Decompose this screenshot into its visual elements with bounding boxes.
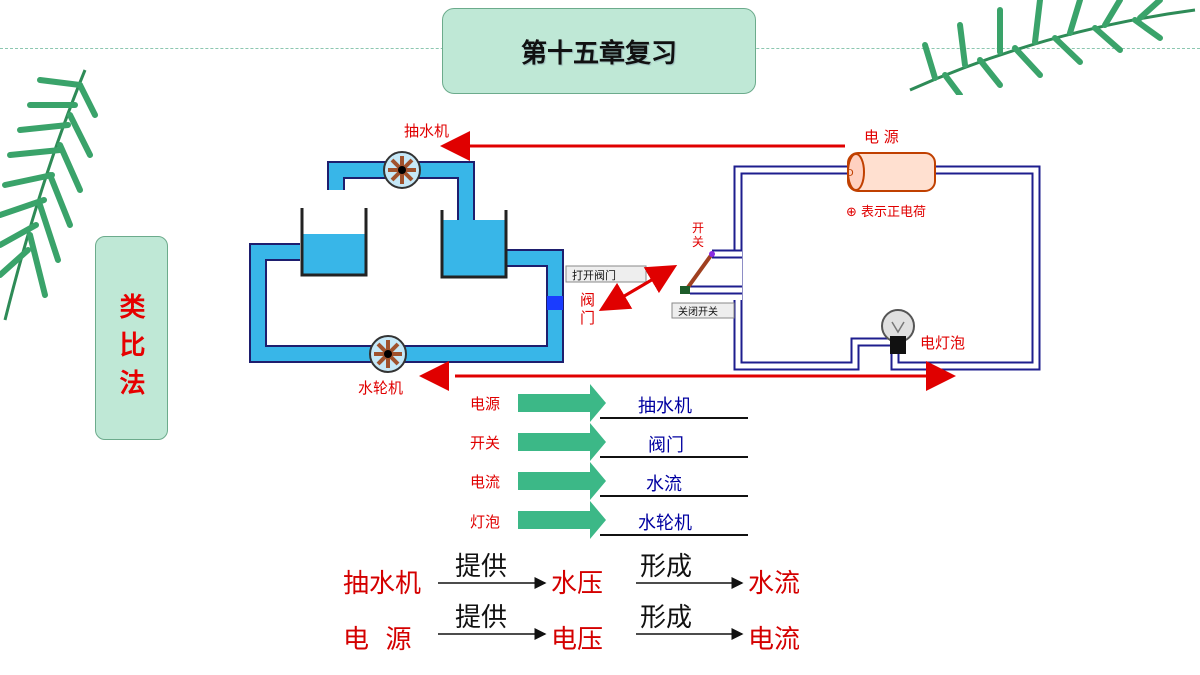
chain-verb: 形成 (640, 603, 692, 633)
chain-start: 抽水机 (343, 569, 421, 599)
bulb-label: 电灯泡 (920, 334, 965, 352)
chain-start: 电 源 (343, 625, 412, 655)
analogy-right: 水轮机 (638, 513, 692, 534)
analogy-right: 抽水机 (638, 396, 692, 417)
analogy-row: 电流 水流 (470, 462, 748, 500)
palm-leaf-left-icon (0, 69, 98, 321)
turbine-label: 水轮机 (358, 379, 403, 397)
chain-mid: 电压 (551, 625, 603, 655)
light-bulb-icon (881, 309, 915, 354)
method-char-1: 类 (119, 293, 146, 323)
green-arrow-icon (518, 423, 606, 461)
causal-chain: 抽水机 提供 水压 形成 水流 (343, 552, 800, 599)
green-arrow-icon (518, 462, 606, 500)
analogy-row: 开关 阀门 (470, 423, 748, 461)
analogy-left: 灯泡 (470, 513, 500, 531)
analogy-right: 阀门 (648, 435, 684, 456)
turbine-wheel-icon (369, 335, 407, 373)
chain-verb: 提供 (455, 552, 507, 582)
analogy-row: 灯泡 水轮机 (470, 501, 748, 539)
green-arrow-icon (518, 501, 606, 539)
close-switch-tag: 关闭开关 (671, 302, 735, 319)
open-valve-tag: 打开阀门 (565, 265, 647, 283)
palm-leaf-right-icon (909, 0, 1196, 95)
analogy-list: 电源 抽水机 开关 阀门 电流 水流 灯泡 水轮机 (470, 384, 748, 539)
title-panel: 第十五章复习 (442, 8, 756, 94)
close-switch-tag-text: 关闭开关 (678, 305, 718, 318)
chain-end: 水流 (748, 569, 800, 599)
left-water-tank (302, 234, 366, 274)
chain-mid: 水压 (551, 569, 603, 599)
analogy-left: 电流 (470, 473, 500, 491)
battery-icon: D (846, 152, 936, 192)
chain-verb: 提供 (455, 603, 507, 633)
method-char-2: 比 (119, 331, 146, 361)
analogy-row: 电源 抽水机 (470, 384, 748, 422)
analogy-right: 水流 (646, 474, 682, 495)
switch-lever-icon (684, 252, 714, 292)
valve-label-top: 阀 (580, 291, 595, 309)
causal-chain: 电 源 提供 电压 形成 电流 (343, 603, 800, 655)
analogy-left: 开关 (470, 434, 500, 452)
open-valve-tag-text: 打开阀门 (572, 268, 616, 282)
chain-end: 电流 (748, 625, 800, 655)
chain-verb: 形成 (640, 552, 692, 582)
source-label: 电 源 (864, 128, 899, 146)
method-char-3: 法 (119, 369, 146, 399)
green-arrow-icon (518, 384, 606, 422)
switch-label-top: 开 (692, 221, 704, 235)
analogy-left: 电源 (470, 395, 500, 413)
pump-wheel-icon (383, 151, 421, 189)
electric-circuit: D (680, 152, 1041, 371)
page-title: 第十五章复习 (520, 38, 677, 69)
positive-charge-label: ⊕ 表示正电荷 (846, 205, 926, 220)
method-panel: 类 比 法 (95, 236, 168, 440)
right-water-tank (442, 220, 506, 276)
pump-label: 抽水机 (404, 122, 449, 140)
valve-icon (547, 296, 563, 310)
svg-text:D: D (846, 168, 854, 179)
water-circuit (249, 151, 564, 373)
valve-label-bottom: 门 (580, 309, 595, 327)
switch-label-bottom: 关 (692, 235, 704, 249)
